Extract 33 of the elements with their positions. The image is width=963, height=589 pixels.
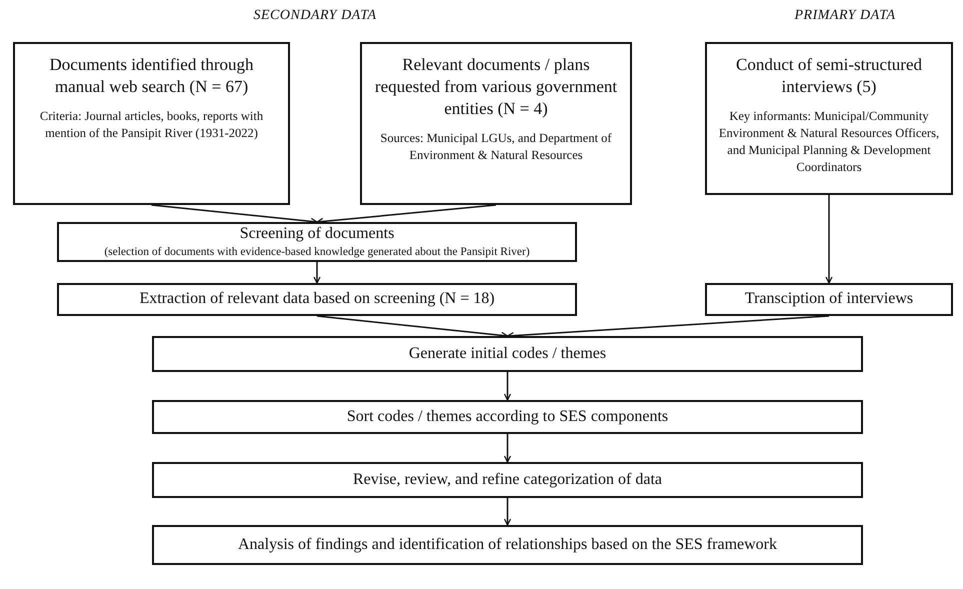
process-box [360, 42, 632, 205]
process-box [152, 400, 863, 434]
arrow [316, 315, 508, 339]
arrow [825, 195, 833, 284]
box-description: Criteria: Journal articles, books, reports with mention of the Pansipit River (1931-2022) [38, 108, 264, 142]
box-title: Conduct of semi-structured interviews (5) [734, 54, 923, 98]
box-title: Sort codes / themes according to SES components [346, 406, 668, 427]
process-box [57, 283, 577, 316]
arrow [313, 262, 321, 284]
process-box [152, 462, 863, 498]
arrow [504, 498, 512, 526]
box-description: Sources: Municipal LGUs, and Department of Environment & Natural Resources [379, 130, 613, 164]
process-box [152, 525, 863, 565]
arrow [504, 434, 512, 463]
box-title: Analysis of findings and identification of relationships based on the SES framework [238, 534, 777, 555]
box-description: Key informants: Municipal/Community Environment & Natural Resources Officers, and Municipal Planning & Development Coordinators [718, 108, 940, 176]
process-box [705, 42, 953, 195]
box-title: Extraction of relevant data based on screening (N = 18) [139, 289, 495, 310]
section-heading: PRIMARY DATA [793, 8, 896, 24]
process-box [152, 336, 863, 372]
process-box [705, 283, 953, 316]
box-title: Generate initial codes / themes [408, 344, 606, 364]
box-title: Revise, review, and refine categorization of data [352, 470, 662, 490]
section-heading: SECONDARY DATA [252, 8, 378, 24]
box-title: Transciption of interviews [744, 289, 914, 310]
process-box [13, 42, 290, 205]
process-box [57, 222, 577, 262]
box-title: Documents identified through manual web search (N = 67) [48, 54, 254, 98]
arrow [504, 372, 512, 401]
arrow [151, 204, 318, 225]
box-description: (selection of documents with evidence-based knowledge generated about the Pansipit River) [104, 244, 530, 260]
box-title: Relevant documents / plans requested from various government entities (N = 4) [374, 54, 618, 120]
box-title: Screening of documents [240, 224, 394, 244]
